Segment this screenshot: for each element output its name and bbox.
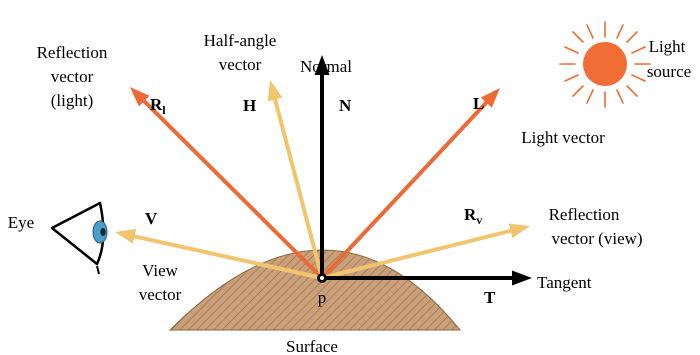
light-source-label-2: source [647,62,691,81]
tangent-label: Tangent [537,273,592,292]
r-light-symbol: Rl [150,95,166,117]
sun-icon [559,21,651,108]
r-view-symbol: Rv [464,205,482,227]
view-vector-arrow [115,229,323,280]
v-symbol: V [145,209,158,228]
normal-arrow [314,55,330,278]
h-symbol: H [243,96,256,115]
vector-arrows [115,55,532,286]
normal-label: Normal [300,57,352,76]
eye-icon [50,201,108,275]
eye-label: Eye [8,213,34,232]
l-symbol: L [473,94,484,113]
half-angle-label-2: vector [219,55,262,74]
reflection-light-arrow [130,87,324,280]
surface-label: Surface [286,337,338,355]
light-vector-arrow [320,88,500,280]
view-vector-label-2: vector [139,285,182,304]
reflection-light-label-3: (light) [51,91,94,110]
light-vector-label: Light vector [521,128,605,147]
reflection-light-label-1: Reflection [37,43,108,62]
reflection-view-label-1: Reflection [549,205,620,224]
reflection-light-label-2: vector [51,67,94,86]
reflection-view-label-2: vector (view) [551,229,642,248]
tangent-arrow [322,270,532,286]
t-symbol: T [484,288,496,307]
half-angle-arrow [267,80,324,279]
n-symbol: N [339,96,352,115]
view-vector-label-1: View [142,261,179,280]
reflection-view-arrow [321,223,530,280]
light-source-label-1: Light [649,37,686,56]
surface-shape [168,249,462,331]
point-p-label: p [318,288,327,307]
half-angle-label-1: Half-angle [204,31,277,50]
